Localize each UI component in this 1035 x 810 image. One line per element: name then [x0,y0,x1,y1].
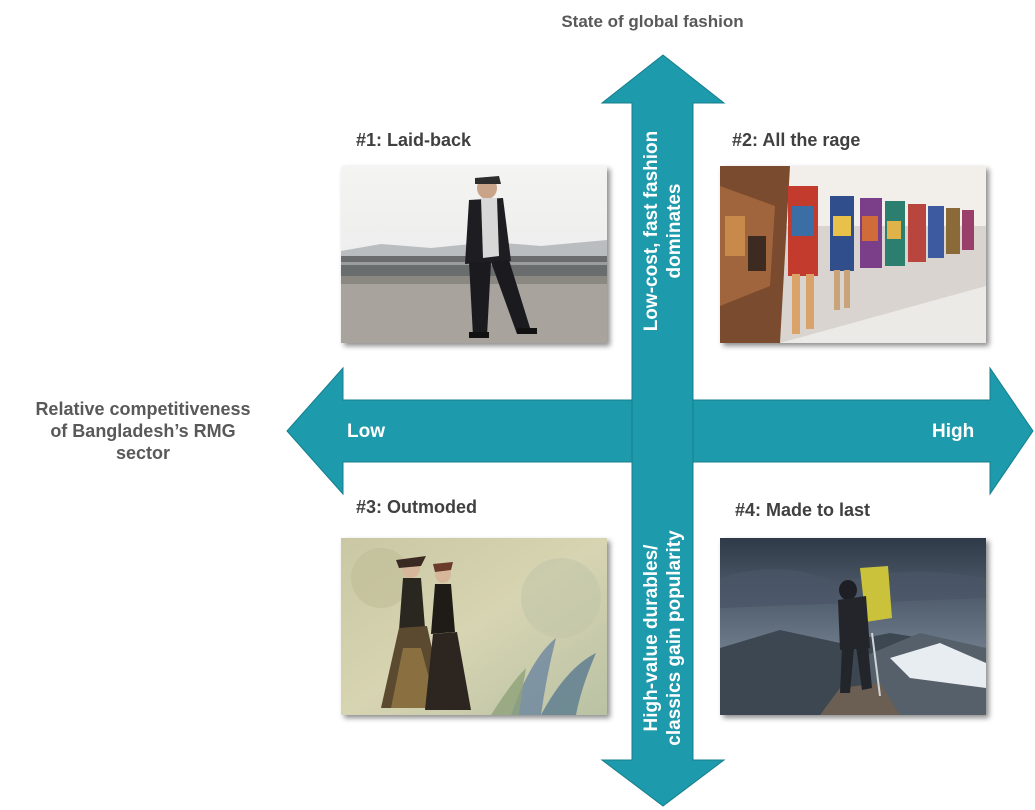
photo-outmoded [341,538,607,715]
vertical-bottom-label: High-value durables/ classics gain popul… [640,508,686,768]
photo-all-the-rage [720,166,986,343]
quadrant-2-label: #2: All the rage [732,130,861,150]
photo-laid-back [341,166,607,343]
horizontal-axis-title-line-2: of Bangladesh’s RMG [50,421,236,441]
photo-made-to-last [720,538,986,715]
vertical-axis-title: State of global fashion [561,12,744,31]
quadrant-4-label: #4: Made to last [735,500,871,520]
low-label: Low [347,421,385,442]
quadrant-3-label: #3: Outmoded [356,497,478,517]
vertical-bottom-label-line-1: High-value durables/ [641,544,662,732]
horizontal-axis-title: Relative competitiveness of Bangladesh’s… [0,398,286,464]
vertical-top-label: Low-cost, fast fashion dominates [640,111,686,351]
vertical-bottom-label-line-2: classics gain popularity [664,530,685,746]
quadrant-1-label: #1: Laid-back [356,130,472,150]
horizontal-axis-title-line-1: Relative competitiveness [35,399,251,419]
vertical-top-label-line-1: Low-cost, fast fashion [641,130,662,332]
high-label: High [932,421,975,442]
vertical-axis-arrow [600,54,726,807]
vertical-top-label-line-2: dominates [664,183,685,279]
horizontal-axis-title-line-3: sector [115,443,171,463]
